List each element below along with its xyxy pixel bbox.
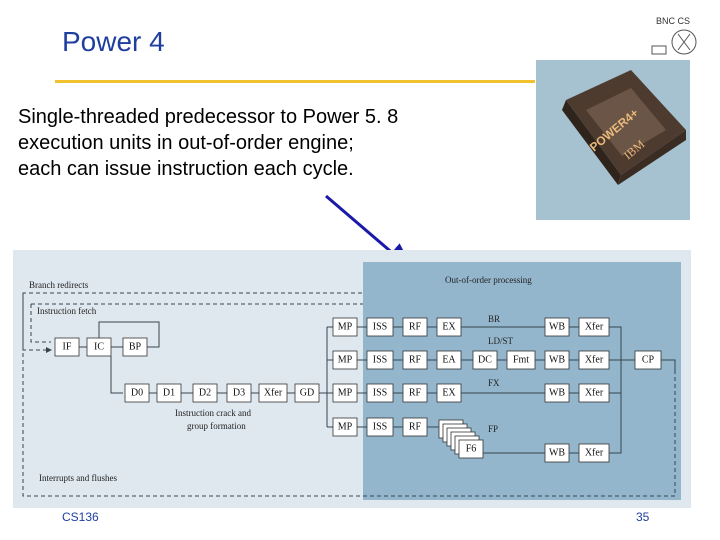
pipe-row-br: MP ISS RF EX WB Xfer xyxy=(332,317,610,337)
row3-xfer-label: Xfer xyxy=(585,387,604,398)
label-br: BR xyxy=(488,314,500,324)
row1-ex-label: EX xyxy=(442,321,456,332)
stage-xfer-decode-label: Xfer xyxy=(264,387,283,398)
logo-text: BNC CS xyxy=(656,16,690,26)
stage-gd-label: GD xyxy=(300,387,314,398)
stage-cp-label: CP xyxy=(642,354,655,365)
body-line-1: Single-threaded predecessor to Power 5. … xyxy=(18,106,399,128)
stage-bp-label: BP xyxy=(129,341,142,352)
row1-rf-label: RF xyxy=(409,321,422,332)
title-underline xyxy=(55,80,535,83)
body-line-2: execution units in out-of-order engine; xyxy=(18,132,354,154)
pipe-row-fx: MP ISS RF EX WB Xfer xyxy=(332,383,610,403)
row2-mp-label: MP xyxy=(338,354,353,365)
row4-wb-label: WB xyxy=(549,447,565,458)
row3-iss-label: ISS xyxy=(373,387,387,398)
row4-iss-label: ISS xyxy=(373,421,387,432)
label-instruction-fetch: Instruction fetch xyxy=(37,306,97,316)
row4-xfer-label: Xfer xyxy=(585,447,604,458)
stage-ic-label: IC xyxy=(94,341,104,352)
slide-title: Power 4 xyxy=(62,26,165,57)
pipe-row-ldst: MP ISS RF EA DC Fmt WB Xfer xyxy=(332,350,610,370)
row2-fmt-label: Fmt xyxy=(513,354,529,365)
row2-wb-label: WB xyxy=(549,354,565,365)
row2-rf-label: RF xyxy=(409,354,422,365)
power4-chip-photo: POWER4+ IBM xyxy=(536,60,690,220)
row4-mp-label: MP xyxy=(338,421,353,432)
label-crack-1: Instruction crack and xyxy=(175,408,251,418)
stage-if-label: IF xyxy=(63,341,72,352)
label-fx: FX xyxy=(488,378,500,388)
university-logo: BNC CS xyxy=(648,12,706,64)
row2-dc-label: DC xyxy=(478,354,492,365)
footer-page-number: 35 xyxy=(636,510,650,524)
stage-d1-label: D1 xyxy=(163,387,175,398)
row1-iss-label: ISS xyxy=(373,321,387,332)
row3-mp-label: MP xyxy=(338,387,353,398)
label-out-of-order: Out-of-order processing xyxy=(445,275,532,285)
stage-d2-label: D2 xyxy=(199,387,211,398)
row4-f6 xyxy=(458,439,484,459)
label-branch-redirects: Branch redirects xyxy=(29,280,89,290)
row4-f6-label: F6 xyxy=(466,443,477,454)
body-text: Single-threaded predecessor to Power 5. … xyxy=(18,104,538,182)
row3-rf-label: RF xyxy=(409,387,422,398)
label-crack-2: group formation xyxy=(187,421,246,431)
out-of-order-panel xyxy=(363,262,681,500)
pipe-row-fp: MP ISS RF F6 WB Xfer xyxy=(332,417,610,463)
row1-wb-label: WB xyxy=(549,321,565,332)
body-line-3: each can issue instruction each cycle. xyxy=(18,158,354,180)
row3-wb-label: WB xyxy=(549,387,565,398)
stage-d0-label: D0 xyxy=(131,387,143,398)
label-fp: FP xyxy=(488,424,498,434)
footer-course: CS136 xyxy=(62,510,99,524)
row4-rf-label: RF xyxy=(409,421,422,432)
label-ldst: LD/ST xyxy=(488,336,514,346)
row2-iss-label: ISS xyxy=(373,354,387,365)
stage-d3-label: D3 xyxy=(233,387,245,398)
row1-mp-label: MP xyxy=(338,321,353,332)
row2-ea-label: EA xyxy=(442,354,456,365)
label-interrupts: Interrupts and flushes xyxy=(39,473,117,483)
row2-xfer-label: Xfer xyxy=(585,354,604,365)
row3-ex-label: EX xyxy=(442,387,456,398)
row1-xfer-label: Xfer xyxy=(585,321,604,332)
power4-pipeline-diagram: Branch redirects Instruction fetch Out-o… xyxy=(13,250,691,508)
